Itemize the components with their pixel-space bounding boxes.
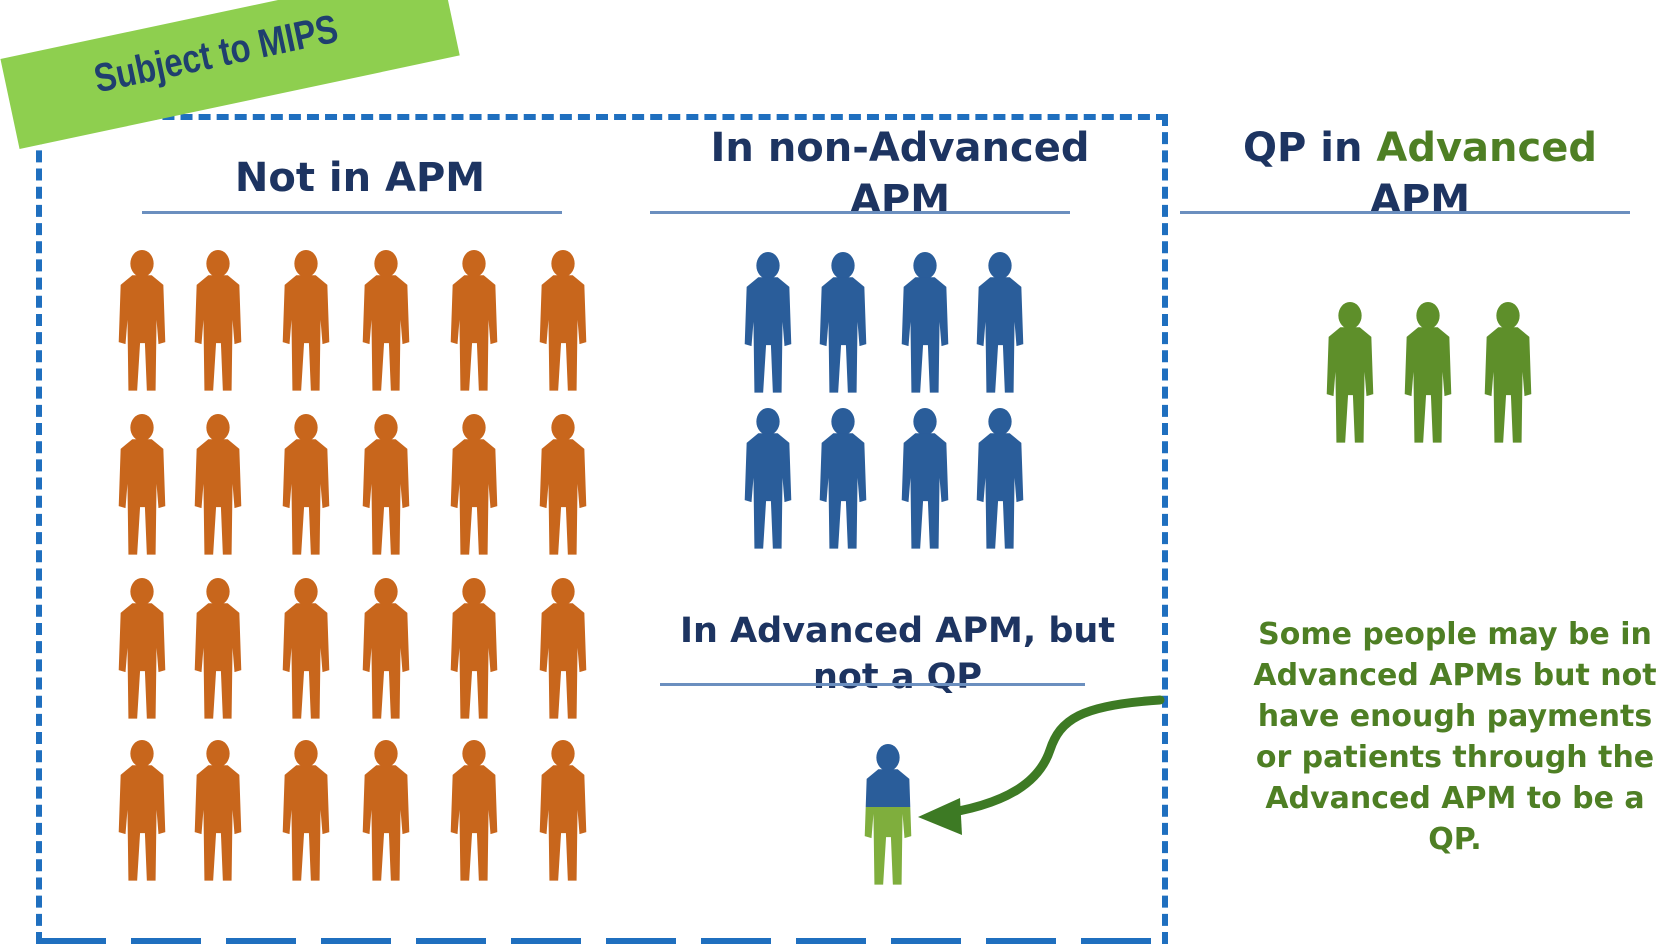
qp-title-suffix: APM <box>1369 177 1471 223</box>
person-not-in-apm <box>450 250 498 391</box>
advanced-not-qp-rule <box>660 683 1085 686</box>
person-non-advanced-apm <box>819 252 867 393</box>
person-not-in-apm <box>118 414 166 555</box>
qp-advanced-apm-title: QP in Advanced APM <box>1200 122 1640 226</box>
person-non-advanced-apm <box>976 408 1024 549</box>
person-not-in-apm <box>450 414 498 555</box>
person-not-in-apm <box>539 740 587 881</box>
person-non-advanced-apm <box>744 252 792 393</box>
not-in-apm-title: Not in APM <box>234 155 486 201</box>
person-not-in-apm <box>282 250 330 391</box>
person-qp-advanced-apm <box>1484 302 1532 443</box>
person-not-in-apm <box>282 740 330 881</box>
mips-boundary <box>36 114 1168 944</box>
non-advanced-apm-title: In non-Advanced APM <box>710 125 1090 223</box>
person-not-in-apm <box>450 740 498 881</box>
qp-title-highlight: Advanced <box>1376 125 1597 171</box>
qp-explanation-note: Some people may be in Advanced APMs but … <box>1253 617 1657 857</box>
person-not-in-apm <box>450 578 498 719</box>
person-non-advanced-apm <box>901 408 949 549</box>
person-qp-advanced-apm <box>1326 302 1374 443</box>
person-non-advanced-apm <box>976 252 1024 393</box>
note-arrow-head <box>918 798 962 835</box>
note-arrow <box>930 695 1165 820</box>
person-not-in-apm <box>118 740 166 881</box>
person-not-in-apm <box>539 250 587 391</box>
person-not-in-apm <box>362 250 410 391</box>
person-not-in-apm <box>194 740 242 881</box>
person-advanced-not-qp <box>864 744 912 885</box>
person-qp-advanced-apm <box>1404 302 1452 443</box>
not-in-apm-rule <box>142 211 562 214</box>
person-not-in-apm <box>362 414 410 555</box>
qp-title-prefix: QP in <box>1243 125 1363 171</box>
advanced-not-qp-title: In Advanced APM, but not a QP <box>679 611 1116 697</box>
person-not-in-apm <box>282 578 330 719</box>
person-non-advanced-apm <box>744 408 792 549</box>
qp-advanced-apm-rule <box>1180 211 1630 214</box>
person-not-in-apm <box>194 578 242 719</box>
mips-boundary-bottom <box>36 938 1168 944</box>
non-advanced-apm-rule <box>650 211 1070 214</box>
person-not-in-apm <box>194 250 242 391</box>
person-not-in-apm <box>118 578 166 719</box>
person-not-in-apm <box>194 414 242 555</box>
person-not-in-apm <box>118 250 166 391</box>
person-non-advanced-apm <box>901 252 949 393</box>
person-not-in-apm <box>539 578 587 719</box>
person-not-in-apm <box>282 414 330 555</box>
person-not-in-apm <box>362 740 410 881</box>
person-not-in-apm <box>539 414 587 555</box>
person-not-in-apm <box>362 578 410 719</box>
person-non-advanced-apm <box>819 408 867 549</box>
